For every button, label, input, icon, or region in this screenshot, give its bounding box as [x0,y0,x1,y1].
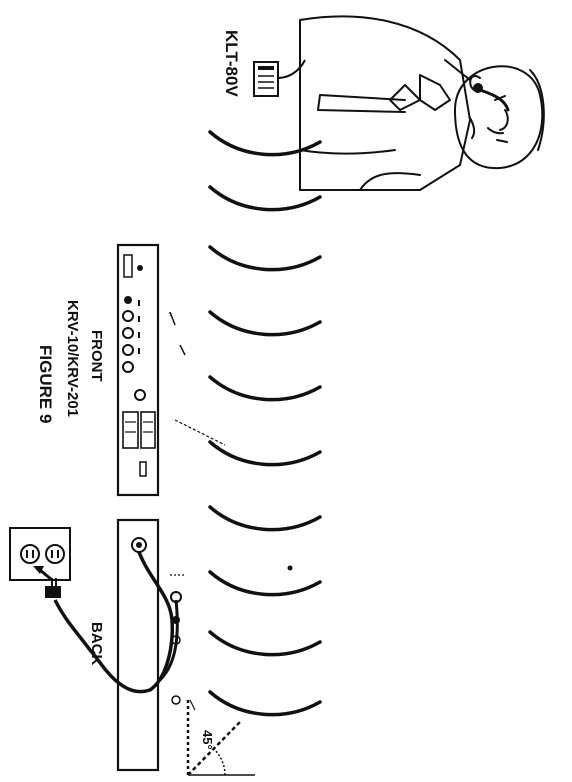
belt-pack-transmitter [254,60,305,96]
radio-wave-arc [210,312,320,335]
back-label: BACK [88,622,105,665]
radio-waves [210,132,320,715]
person-illustration [300,16,544,190]
radio-wave-arc [210,632,320,655]
radio-wave-arc [210,507,320,530]
receiver-front-panel: ‹· [118,245,225,495]
svg-text:‹·: ‹· [166,312,173,317]
front-label: FRONT [88,330,105,382]
figure-label: FIGURE 9 [36,345,55,423]
radio-wave-arc [210,442,320,465]
radio-wave-arc [210,572,320,595]
receiver-model-label: KRV-10/KRV-201 [64,300,81,417]
radio-wave-arc [210,247,320,270]
angle-label: 45° [200,730,215,750]
radio-wave-arc [210,132,320,155]
radio-wave-arc [210,377,320,400]
radio-wave-arc [210,692,320,715]
transmitter-model-label: KLT-80V [222,30,241,97]
